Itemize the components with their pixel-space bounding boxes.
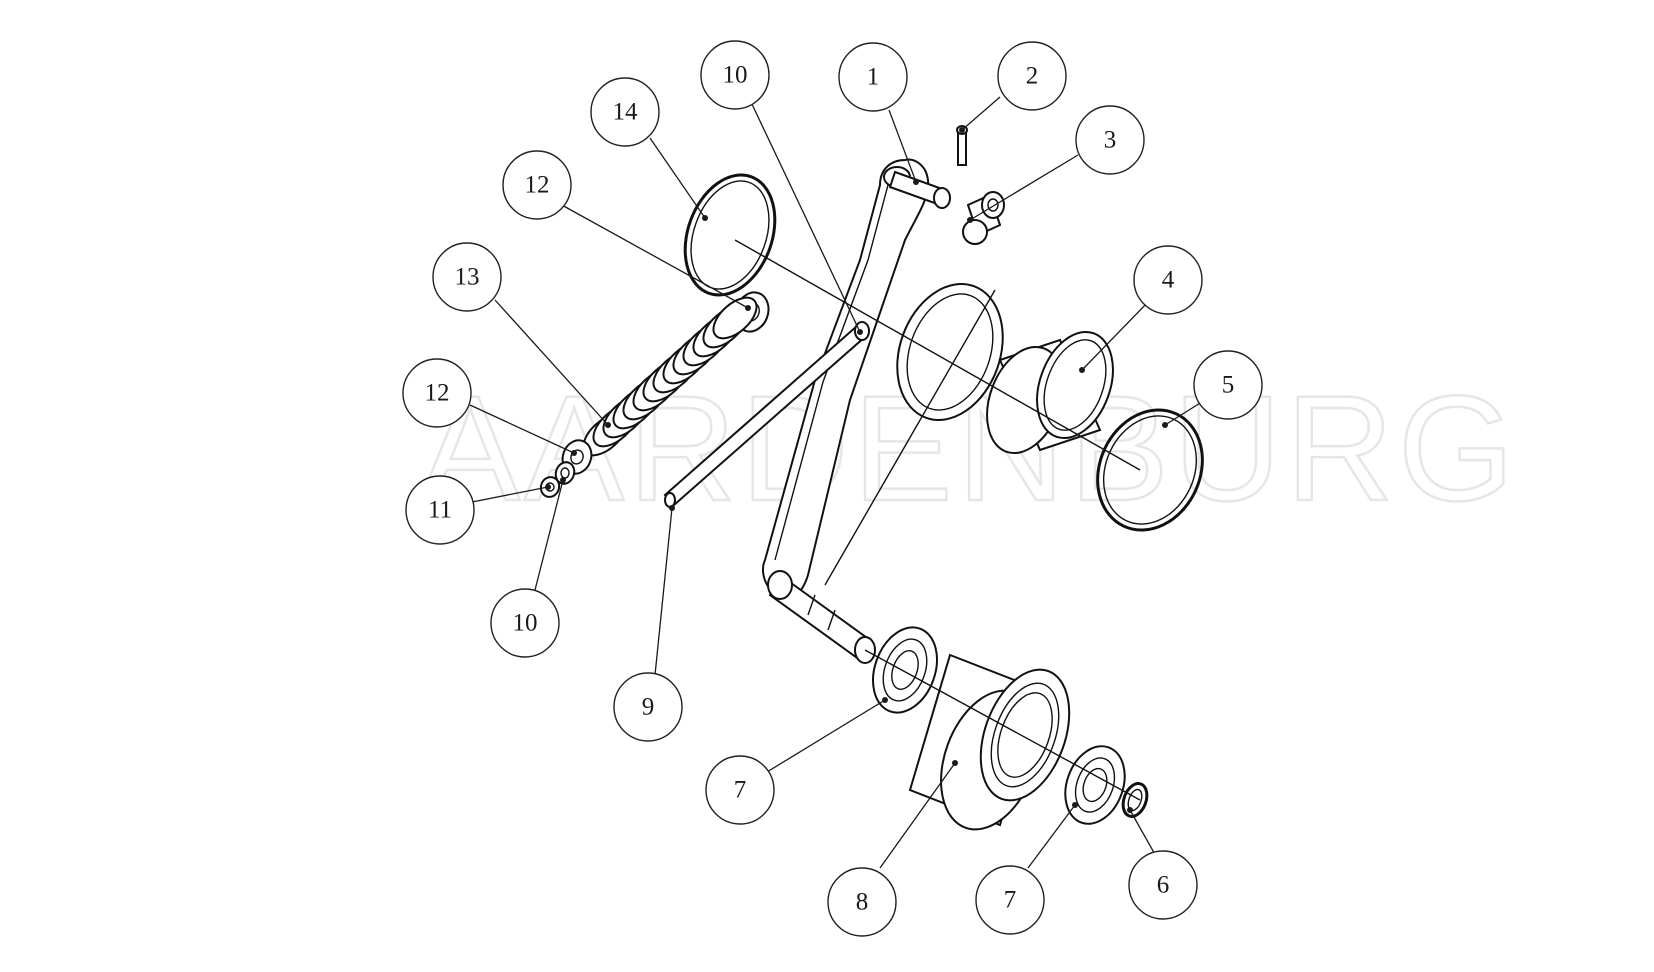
leader-7b bbox=[1027, 804, 1076, 869]
callout-4-label: 4 bbox=[1162, 267, 1175, 294]
callout-10-bottom-label: 10 bbox=[513, 610, 538, 637]
callout-8: 8 bbox=[827, 867, 897, 937]
grease-nipple bbox=[956, 125, 968, 166]
leader-2 bbox=[961, 96, 1001, 131]
callout-1-label: 1 bbox=[867, 64, 880, 91]
leader-5 bbox=[1164, 399, 1206, 426]
callout-11: 11 bbox=[405, 475, 475, 545]
ring-large bbox=[683, 173, 777, 297]
parts-drawing bbox=[539, 125, 1204, 831]
arm-bore-ring bbox=[896, 283, 1004, 421]
rod bbox=[663, 321, 870, 508]
callout-13-label: 13 bbox=[455, 264, 480, 291]
callout-12-top: 12 bbox=[502, 150, 572, 220]
leader-lines bbox=[469, 96, 1206, 869]
callout-3-label: 3 bbox=[1104, 127, 1117, 154]
callout-7-right: 7 bbox=[975, 865, 1045, 935]
leader-13 bbox=[494, 299, 609, 426]
leader-10a-dot bbox=[857, 329, 863, 335]
leader-12b bbox=[469, 404, 575, 454]
callout-10-bottom: 10 bbox=[490, 588, 560, 658]
leader-6-dot bbox=[1127, 807, 1133, 813]
leader-14-dot bbox=[702, 215, 708, 221]
callout-13: 13 bbox=[432, 242, 502, 312]
leader-11-dot bbox=[545, 484, 551, 490]
callout-9: 9 bbox=[613, 672, 683, 742]
leader-2-dot bbox=[959, 127, 965, 133]
callout-3: 3 bbox=[1075, 105, 1145, 175]
callout-14: 14 bbox=[590, 77, 660, 147]
bushing bbox=[962, 191, 1005, 245]
leader-4-dot bbox=[1079, 367, 1085, 373]
leader-12a-dot bbox=[745, 305, 751, 311]
leader-11 bbox=[471, 486, 549, 503]
leader-7a-dot bbox=[882, 697, 888, 703]
leader-1-dot bbox=[913, 179, 919, 185]
callout-7-right-label: 7 bbox=[1004, 887, 1017, 914]
callout-5: 5 bbox=[1193, 350, 1263, 420]
callout-12-top-label: 12 bbox=[525, 172, 550, 199]
callout-10-top-label: 10 bbox=[723, 62, 748, 89]
leader-4 bbox=[1081, 299, 1151, 371]
callout-11-label: 11 bbox=[428, 497, 452, 524]
leader-8-dot bbox=[952, 760, 958, 766]
callout-6: 6 bbox=[1128, 850, 1198, 920]
leader-10b-dot bbox=[560, 477, 566, 483]
callout-5-label: 5 bbox=[1222, 372, 1235, 399]
callout-12-bottom-label: 12 bbox=[425, 380, 450, 407]
leader-10a bbox=[749, 99, 861, 333]
leader-3 bbox=[969, 154, 1079, 221]
callout-6-label: 6 bbox=[1157, 872, 1170, 899]
callout-7-left: 7 bbox=[705, 755, 775, 825]
callout-10-top: 10 bbox=[700, 40, 770, 110]
leader-3-dot bbox=[967, 217, 973, 223]
callout-8-label: 8 bbox=[856, 889, 869, 916]
callout-12-bottom: 12 bbox=[402, 358, 472, 428]
sleeve bbox=[986, 330, 1114, 455]
leader-7b-dot bbox=[1072, 802, 1078, 808]
callout-bubbles: 1 2 3 4 5 6 7 7 bbox=[402, 40, 1263, 937]
nut-lower bbox=[554, 461, 576, 485]
leader-13-dot bbox=[605, 422, 611, 428]
bearing-right bbox=[1064, 745, 1126, 825]
leader-9-dot bbox=[669, 505, 675, 511]
callout-2: 2 bbox=[997, 41, 1067, 111]
callout-9-label: 9 bbox=[642, 694, 655, 721]
leader-12b-dot bbox=[571, 450, 577, 456]
leader-6 bbox=[1129, 809, 1158, 859]
callout-1: 1 bbox=[838, 42, 908, 112]
callout-4: 4 bbox=[1133, 245, 1203, 315]
leader-9 bbox=[654, 507, 673, 676]
leader-1 bbox=[888, 109, 917, 183]
leader-12a bbox=[559, 203, 749, 309]
leader-7a bbox=[766, 699, 886, 773]
leader-10b bbox=[534, 479, 564, 591]
bearing-left bbox=[872, 626, 938, 714]
leader-14 bbox=[649, 137, 706, 219]
callout-14-label: 14 bbox=[613, 99, 639, 126]
callout-7-left-label: 7 bbox=[734, 777, 747, 804]
leader-8 bbox=[879, 762, 956, 869]
leader-5-dot bbox=[1162, 422, 1168, 428]
tensioner-arm bbox=[762, 158, 951, 664]
callout-2-label: 2 bbox=[1026, 63, 1039, 90]
roller bbox=[908, 653, 1071, 831]
